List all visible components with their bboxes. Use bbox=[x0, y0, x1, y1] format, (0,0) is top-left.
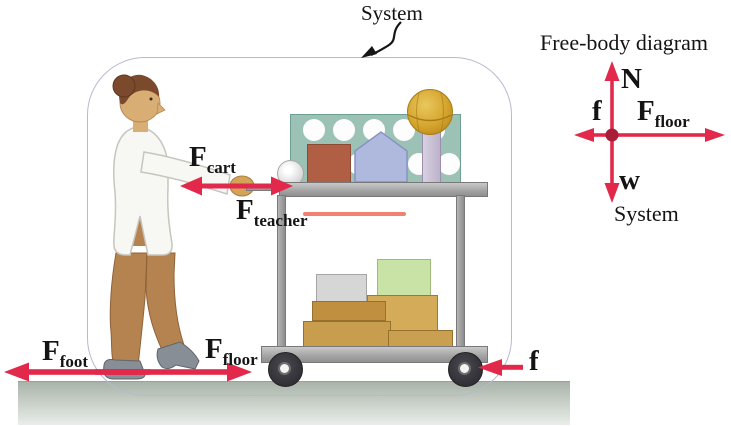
label-f-teacher-main: F bbox=[236, 194, 254, 226]
teacher-front-shoe bbox=[156, 341, 200, 370]
fbd-label-friction: f bbox=[592, 97, 602, 126]
cart-right-leg bbox=[456, 195, 465, 349]
pegboard-holes-row bbox=[303, 119, 325, 141]
fbd-system-label: System bbox=[614, 201, 679, 226]
system-boundary bbox=[87, 57, 512, 396]
label-f-foot-sub: foot bbox=[59, 352, 89, 371]
label-f-floor-ground-main: F bbox=[205, 333, 223, 365]
toy-cube-block bbox=[307, 144, 351, 184]
teacher-eye bbox=[149, 97, 153, 101]
label-f-teacher-sub: teacher bbox=[253, 211, 308, 230]
teacher-pants-front-leg bbox=[145, 252, 185, 351]
teacher-hair-bun bbox=[112, 74, 136, 98]
box-brown-bottom bbox=[303, 321, 391, 348]
label-f-cart-main: F bbox=[189, 141, 207, 173]
wheel-hub bbox=[278, 362, 291, 375]
box-brown-middle bbox=[312, 301, 386, 321]
fbd-label-floor-main: F bbox=[637, 95, 655, 127]
label-friction-main: f bbox=[529, 345, 539, 377]
label-f-cart-sub: cart bbox=[206, 158, 236, 177]
teacher-pants-back-leg bbox=[109, 252, 148, 367]
fbd-label-weight: w bbox=[619, 166, 640, 195]
fbd-arrows bbox=[574, 61, 725, 203]
label-friction: f bbox=[529, 347, 539, 376]
fbd-friction-arrow bbox=[574, 128, 612, 142]
fbd-label-normal-main: N bbox=[621, 63, 642, 95]
label-f-floor-ground: Ffloor bbox=[205, 333, 258, 369]
label-f-teacher: Fteacher bbox=[236, 194, 308, 230]
fbd-label-floor: Ffloor bbox=[637, 95, 690, 131]
label-f-foot-main: F bbox=[42, 335, 60, 367]
fbd-label-weight-main: w bbox=[619, 164, 640, 196]
box-green bbox=[377, 259, 431, 297]
teacher-back-shoe bbox=[103, 359, 146, 380]
toy-house-block bbox=[354, 131, 408, 183]
fbd-label-normal: N bbox=[621, 65, 642, 94]
wheel-hub bbox=[458, 362, 471, 375]
cart-bottom-shelf bbox=[261, 346, 488, 363]
system-label-top: System bbox=[361, 1, 423, 25]
label-f-foot: Ffoot bbox=[42, 335, 89, 371]
fbd-normal-arrow bbox=[604, 61, 620, 135]
cart-accent-bar bbox=[303, 212, 406, 216]
fbd-title: Free-body diagram bbox=[540, 30, 708, 55]
toy-ball-gold bbox=[407, 89, 453, 135]
label-f-cart: Fcart bbox=[189, 141, 236, 177]
fbd-weight-arrow bbox=[604, 135, 620, 203]
fbd-label-friction-main: f bbox=[592, 95, 602, 127]
fbd-label-floor-sub: floor bbox=[654, 112, 690, 131]
cart-left-wheel bbox=[268, 352, 303, 387]
label-f-floor-ground-sub: floor bbox=[222, 350, 258, 369]
fbd-system-dot bbox=[605, 128, 619, 142]
teacher-nose bbox=[156, 102, 166, 115]
cart-right-wheel bbox=[448, 352, 483, 387]
box-gray bbox=[316, 274, 367, 302]
system-pointer-arrow bbox=[361, 21, 402, 58]
